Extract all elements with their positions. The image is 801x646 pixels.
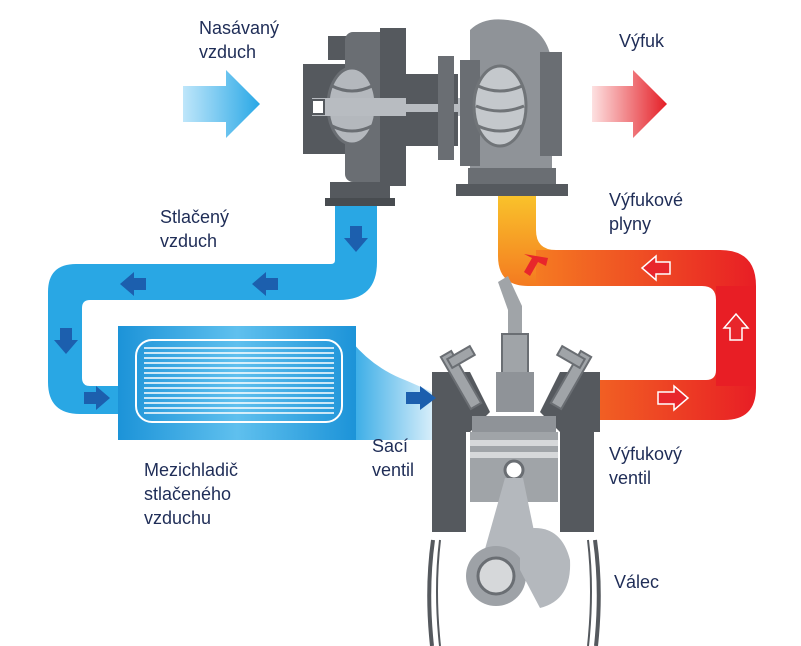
flow-arrow-icon [54, 328, 78, 354]
turbocharger [303, 19, 568, 206]
exhaust-gas-pipe [536, 250, 756, 420]
label-exhaust: Výfuk [619, 31, 665, 51]
compressed-air-pipe [48, 198, 377, 414]
flow-arrow-icon [84, 386, 110, 410]
cold-flow-arrows [54, 226, 436, 410]
flow-arrow-icon [524, 254, 548, 276]
flow-arrow-icon [640, 254, 671, 282]
exhaust-arrow-icon [592, 70, 667, 138]
flow-arrow-icon [344, 226, 368, 252]
flow-arrow-icon [406, 386, 436, 410]
flow-arrow-icon [120, 272, 146, 296]
hot-flow-arrows [524, 254, 750, 412]
flow-arrow-icon [657, 384, 690, 412]
charge-air-pipe [352, 342, 440, 440]
flow-arrow-icon [252, 272, 278, 296]
engine-cylinder [427, 276, 601, 646]
intercooler [118, 326, 356, 440]
label-cylinder: Válec [614, 572, 660, 592]
intake-arrow-icon [183, 70, 260, 138]
flow-arrow-icon [722, 312, 750, 341]
